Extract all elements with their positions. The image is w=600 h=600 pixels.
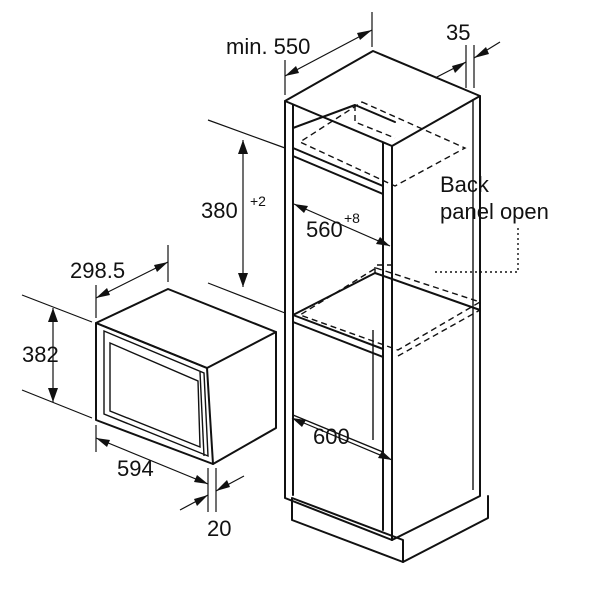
label-35: 35 — [446, 20, 470, 45]
dim-600 — [291, 417, 393, 461]
label-600: 600 — [313, 424, 350, 449]
label-382: 382 — [22, 342, 59, 367]
built-in-appliance — [95, 288, 277, 465]
label-back-panel-line1: Back — [440, 172, 490, 197]
label-560-tolerance: +8 — [344, 210, 360, 226]
niche-shelf — [292, 264, 482, 358]
label-min-550: min. 550 — [226, 34, 310, 59]
dim-560 — [293, 203, 391, 247]
label-380-tolerance: +2 — [250, 193, 266, 209]
lower-compartment — [292, 330, 384, 453]
dim-35 — [434, 41, 501, 88]
label-560: 560 — [306, 217, 343, 242]
dim-298-5 — [95, 245, 169, 318]
dim-380 — [207, 119, 286, 314]
label-380: 380 — [201, 198, 238, 223]
dim-382 — [21, 294, 93, 419]
dim-594 — [95, 425, 209, 485]
label-594: 594 — [117, 456, 154, 481]
label-298-5: 298.5 — [70, 258, 125, 283]
label-20: 20 — [207, 516, 231, 541]
dim-min-550 — [284, 12, 373, 95]
back-panel-leader — [435, 225, 519, 273]
label-back-panel-line2: panel open — [440, 199, 549, 224]
tall-cabinet — [284, 50, 489, 563]
dim-20 — [179, 468, 245, 512]
upper-shelf — [292, 101, 467, 195]
